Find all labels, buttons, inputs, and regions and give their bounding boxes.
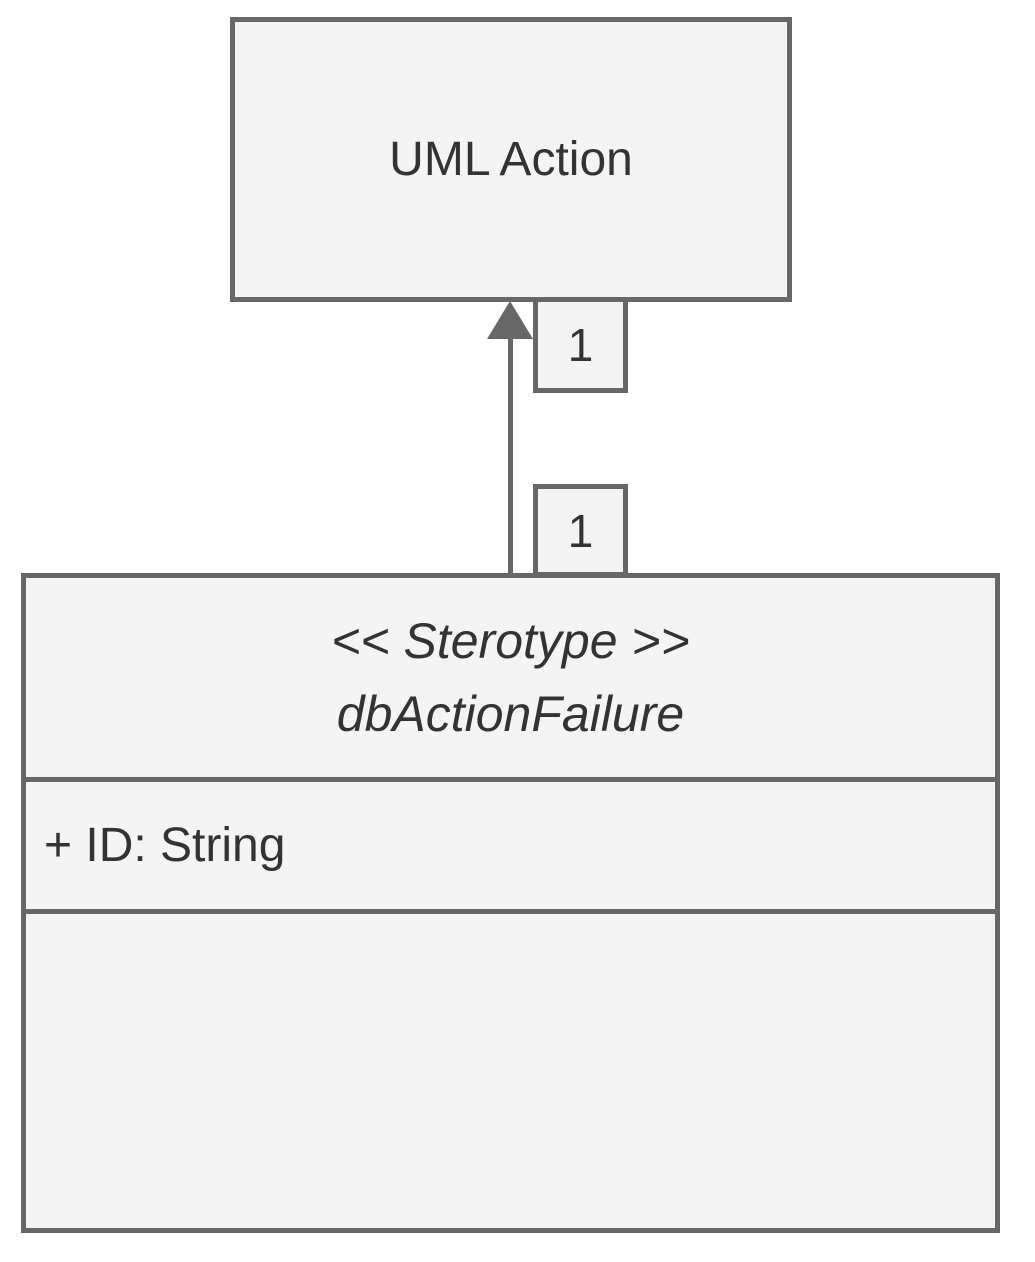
- class-name-label: dbActionFailure: [336, 685, 685, 742]
- multiplicity-badge-target[interactable]: 1: [533, 297, 628, 393]
- stereotype-label: << Sterotype >>: [331, 613, 690, 669]
- generalization-edge-line[interactable]: [508, 337, 513, 577]
- generalization-arrowhead-icon: [487, 301, 533, 339]
- multiplicity-badge-source[interactable]: 1: [533, 484, 628, 577]
- multiplicity-label: 1: [567, 504, 594, 557]
- class-operations-compartment-empty: [26, 914, 995, 1228]
- attribute-label: + ID: String: [44, 819, 286, 872]
- class-node-uml-action[interactable]: UML Action: [230, 17, 792, 302]
- class-node-dbactionfailure[interactable]: << Sterotype >> dbActionFailure + ID: St…: [21, 573, 1000, 1233]
- multiplicity-label: 1: [567, 319, 594, 371]
- class-attributes-compartment: + ID: String: [26, 777, 995, 914]
- class-header-compartment: << Sterotype >> dbActionFailure: [26, 578, 995, 777]
- class-name-label: UML Action: [389, 133, 633, 186]
